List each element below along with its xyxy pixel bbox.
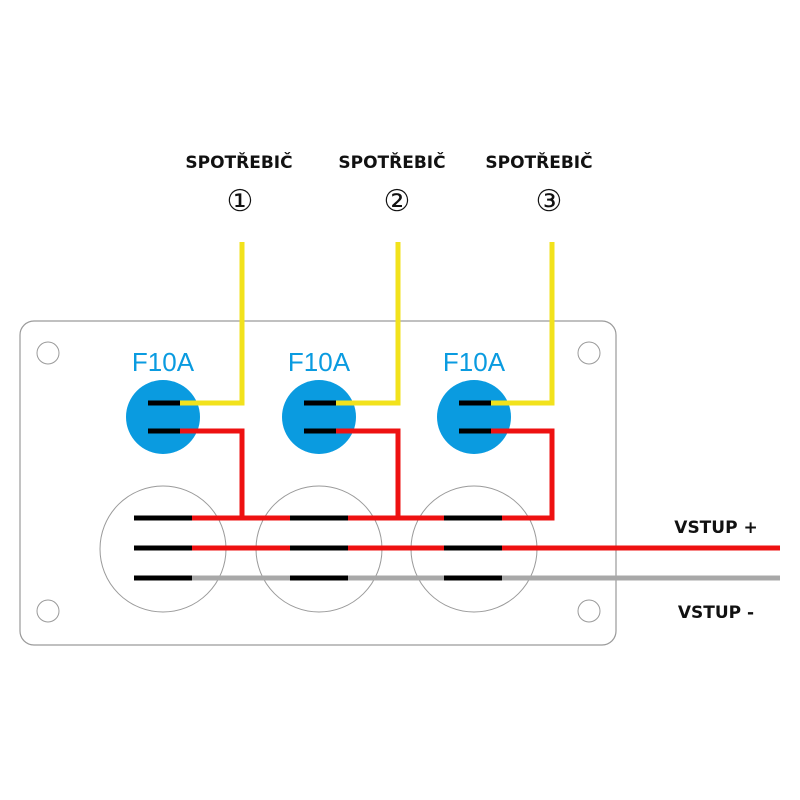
fuse-label-3: F10A bbox=[443, 347, 506, 377]
mounting-hole bbox=[577, 341, 601, 365]
consumer-number-1: ① bbox=[227, 184, 254, 219]
consumer-label-1: SPOTŘEBIČ bbox=[185, 151, 292, 173]
consumer-number-2: ② bbox=[384, 184, 411, 219]
fuse-label-2: F10A bbox=[288, 347, 351, 377]
fuse-1 bbox=[126, 380, 200, 454]
consumer-wires bbox=[180, 242, 555, 406]
consumer-number-3: ③ bbox=[536, 184, 563, 219]
input-negative-label: VSTUP - bbox=[678, 603, 754, 623]
mounting-hole bbox=[36, 599, 60, 623]
mounting-hole bbox=[577, 599, 601, 623]
fuse-3 bbox=[437, 380, 511, 454]
terminals bbox=[134, 400, 502, 581]
mounting-hole bbox=[36, 341, 60, 365]
switch-panel bbox=[19, 320, 617, 646]
consumer-label-2: SPOTŘEBIČ bbox=[338, 151, 445, 173]
consumer-wire-2 bbox=[336, 242, 401, 406]
consumer-label-3: SPOTŘEBIČ bbox=[485, 151, 592, 173]
fuse-2 bbox=[282, 380, 356, 454]
consumer-wire-1 bbox=[180, 242, 245, 406]
fuse-feed-wires bbox=[180, 428, 555, 521]
fuse-label-1: F10A bbox=[132, 347, 195, 377]
consumer-wire-3 bbox=[491, 242, 555, 406]
input-positive-label: VSTUP + bbox=[674, 518, 757, 538]
